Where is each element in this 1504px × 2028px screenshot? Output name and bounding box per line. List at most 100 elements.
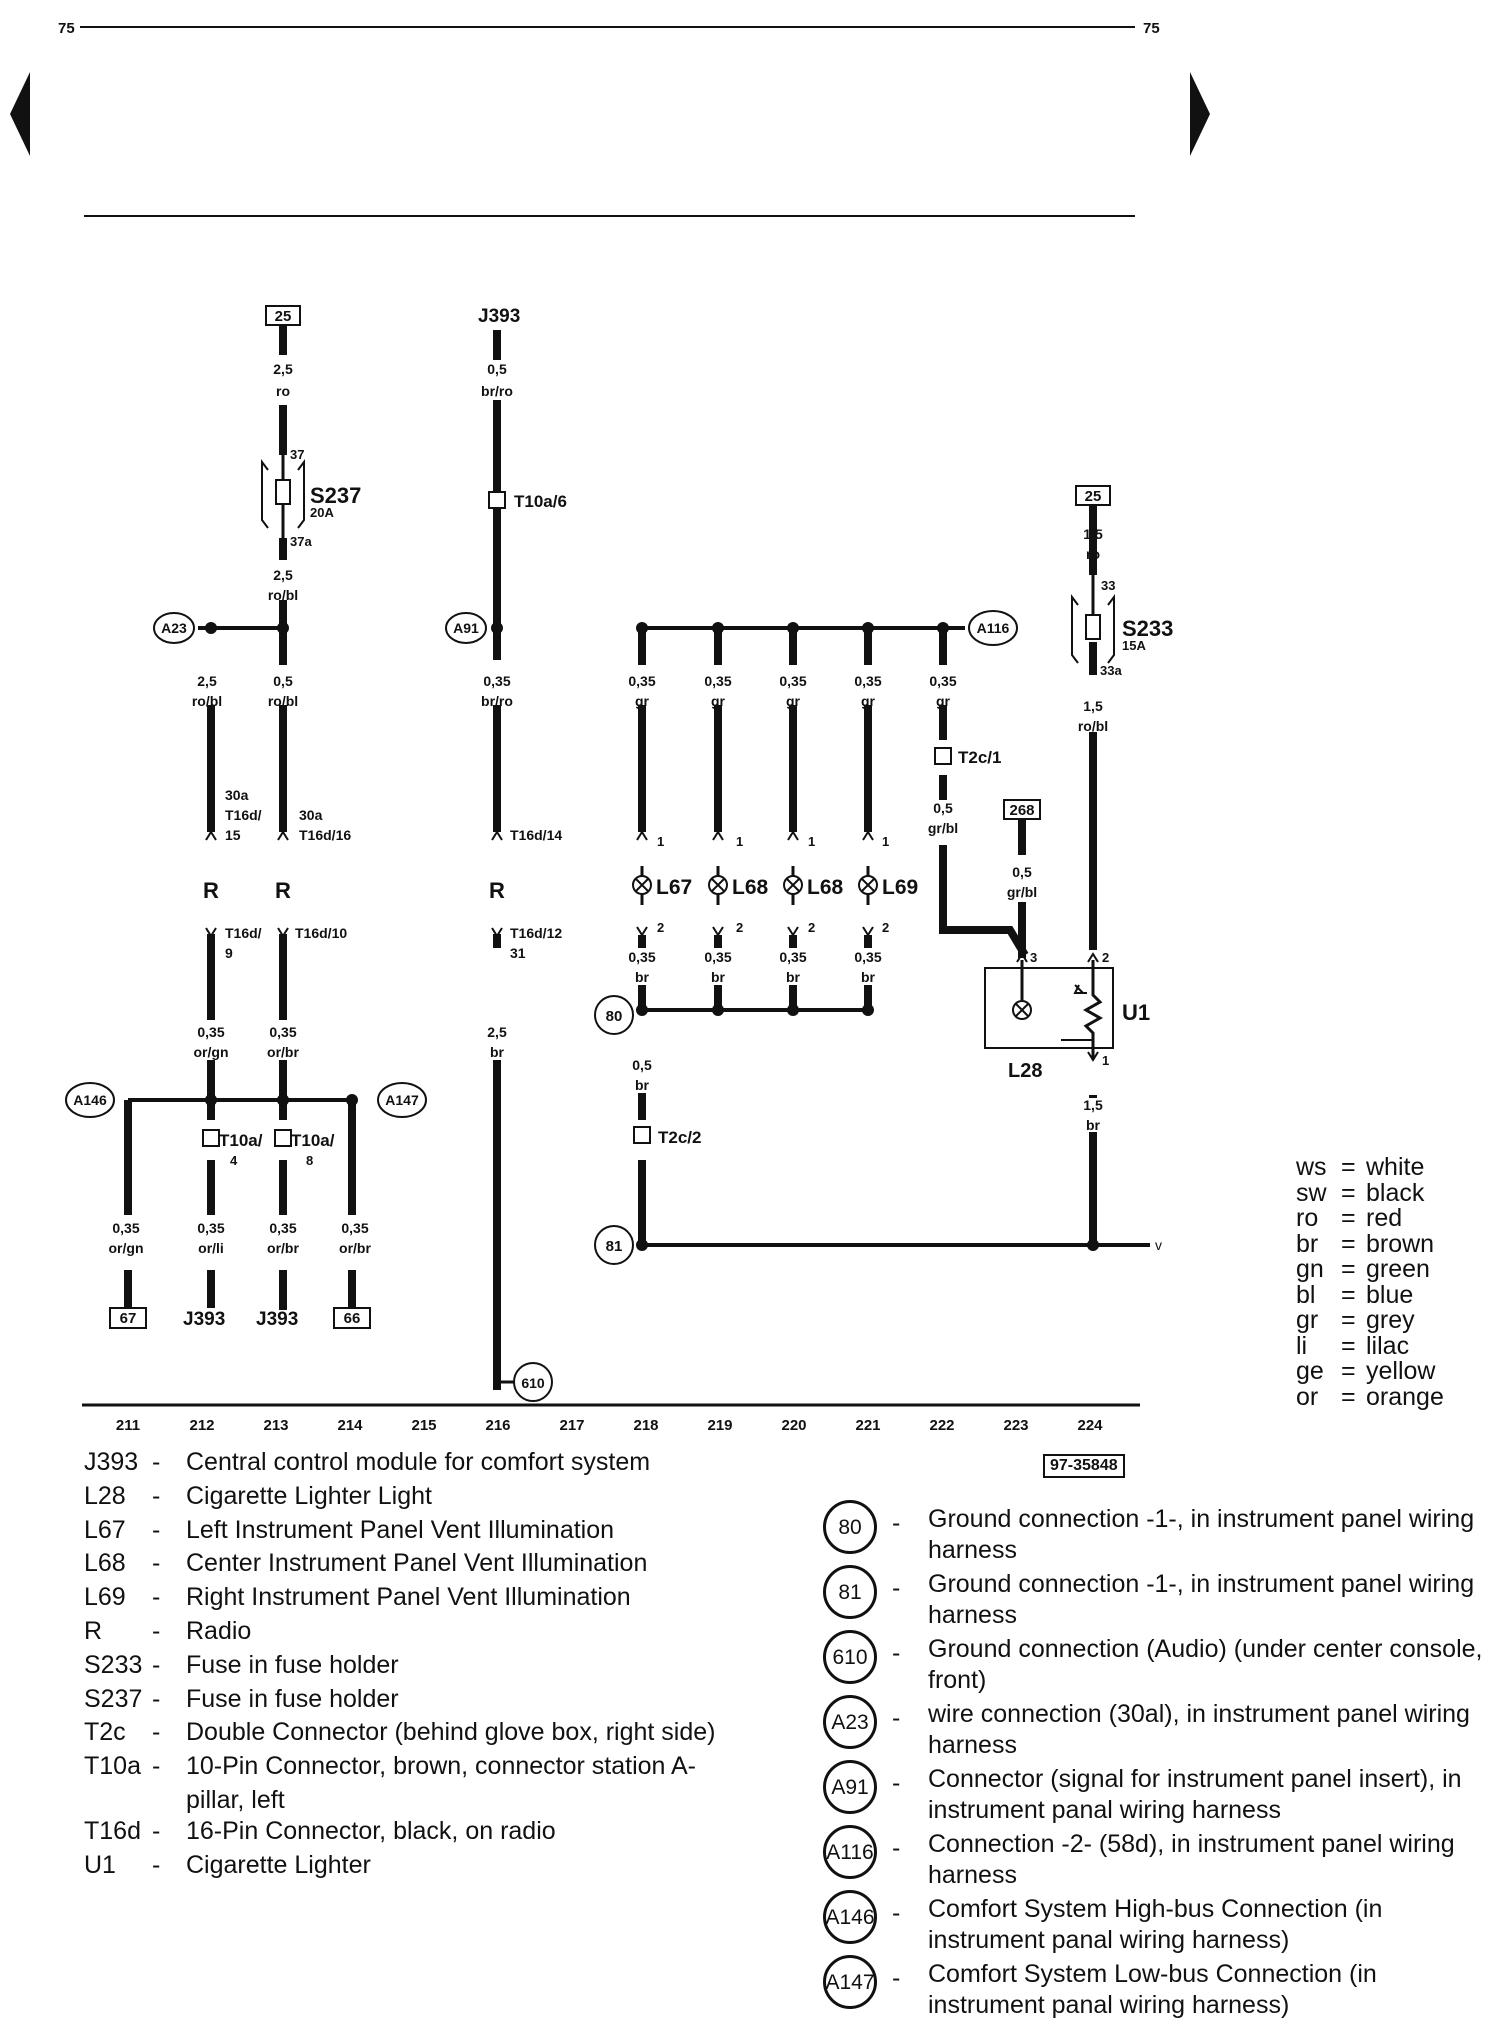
track-number: 215 xyxy=(411,1417,436,1434)
connection-a23: A23 xyxy=(153,612,195,644)
component-legend-item: T10a-10-Pin Connector, brown, connector … xyxy=(84,1750,784,1815)
svg-text:T16d/: T16d/ xyxy=(225,807,262,823)
cigarette-lighter-u1: U1 L28 3 2 1 xyxy=(984,950,1150,1082)
legend-dash: - xyxy=(152,1718,161,1747)
legend-dash: - xyxy=(152,1448,161,1476)
connection-circle-icon: 80 xyxy=(823,1500,877,1554)
svg-text:T10a/: T10a/ xyxy=(219,1131,263,1150)
component-legend-item: J393-Central control module for comfort … xyxy=(84,1446,784,1480)
connection-legend: 80-Ground connection -1-, in instrument … xyxy=(820,1500,1500,2020)
connection-a146: A146 xyxy=(65,1082,115,1118)
legend-dash: - xyxy=(892,1574,901,1602)
component-code: S233 xyxy=(84,1650,143,1679)
legend-dash: - xyxy=(152,1515,161,1544)
svg-text:gr: gr xyxy=(786,693,801,709)
equals-sign: = xyxy=(1341,1178,1356,1207)
legend-dash: - xyxy=(152,1752,161,1781)
svg-text:L28: L28 xyxy=(1008,1060,1042,1082)
component-code: T10a xyxy=(84,1752,141,1781)
track-number: 213 xyxy=(263,1417,288,1434)
component-legend-item: L68-Center Instrument Panel Vent Illumin… xyxy=(84,1547,784,1581)
track-number: 223 xyxy=(1003,1417,1028,1434)
legend-dash: - xyxy=(152,1481,161,1510)
svg-text:T10a/6: T10a/6 xyxy=(514,492,567,511)
component-description: Right Instrument Panel Vent Illumination xyxy=(186,1583,631,1612)
connection-legend-item: A23-wire connection (30al), in instrumen… xyxy=(820,1695,1500,1760)
svg-text:br: br xyxy=(786,969,801,985)
svg-text:67: 67 xyxy=(120,1310,137,1327)
color-name: lilac xyxy=(1366,1331,1410,1360)
legend-dash: - xyxy=(152,1549,161,1578)
ref-box-268: 268 xyxy=(1003,799,1041,820)
svg-text:v: v xyxy=(1155,1237,1162,1253)
color-abbreviation: br xyxy=(1296,1229,1319,1258)
track-number: 222 xyxy=(929,1417,954,1434)
svg-text:2: 2 xyxy=(882,920,889,935)
svg-text:br: br xyxy=(635,1077,650,1093)
color-abbreviation: ws xyxy=(1296,1153,1327,1181)
svg-text:br: br xyxy=(1086,1117,1101,1133)
lamp-l67: L67 1 2 xyxy=(632,834,692,935)
component-legend-item: L67-Left Instrument Panel Vent Illuminat… xyxy=(84,1514,784,1548)
svg-text:0,35: 0,35 xyxy=(704,673,731,689)
svg-text:gr/bl: gr/bl xyxy=(928,820,958,836)
track-number: 219 xyxy=(707,1417,732,1434)
component-code: R xyxy=(84,1616,103,1645)
previous-page-arrow[interactable] xyxy=(10,72,30,156)
legend-dash: - xyxy=(892,1899,901,1927)
next-page-arrow[interactable] xyxy=(1190,72,1210,156)
component-description: Double Connector (behind glove box, righ… xyxy=(186,1718,716,1747)
connection-description: Ground connection -1-, in instrument pan… xyxy=(928,1570,1475,1629)
component-legend-item: R-Radio xyxy=(84,1615,784,1649)
page-number-left: 75 xyxy=(58,20,75,37)
component-code: S237 xyxy=(84,1684,143,1713)
legend-dash: - xyxy=(152,1684,161,1713)
connection-circle-icon: 610 xyxy=(823,1630,877,1684)
component-legend-item: T16d-16-Pin Connector, black, on radio xyxy=(84,1815,784,1849)
svg-text:15A: 15A xyxy=(1122,638,1146,653)
svg-text:0,35: 0,35 xyxy=(628,949,655,965)
svg-text:0,35: 0,35 xyxy=(112,1220,139,1236)
component-legend-item: S237-Fuse in fuse holder xyxy=(84,1683,784,1717)
connection-a91: A91 xyxy=(445,612,487,644)
track-number: 218 xyxy=(633,1417,658,1434)
svg-text:A146: A146 xyxy=(73,1092,107,1108)
legend-dash: - xyxy=(152,1650,161,1679)
svg-text:2,5: 2,5 xyxy=(487,1024,507,1040)
svg-text:37: 37 xyxy=(290,447,304,462)
svg-text:or/gn: or/gn xyxy=(194,1044,229,1060)
ground-610: 610 xyxy=(513,1362,553,1402)
j393-top-label: J393 xyxy=(478,306,520,327)
fuse-s237: 37 S237 20A 37a xyxy=(261,447,361,549)
svg-text:T10a/: T10a/ xyxy=(291,1131,335,1150)
equals-sign: = xyxy=(1341,1357,1356,1385)
j393-label-a: J393 xyxy=(183,1309,225,1330)
svg-text:80: 80 xyxy=(606,1008,623,1025)
svg-text:A116: A116 xyxy=(977,620,1010,636)
track-number: 211 xyxy=(116,1417,140,1434)
svg-text:66: 66 xyxy=(344,1310,361,1327)
svg-text:ro: ro xyxy=(276,383,290,399)
connection-legend-item: A116-Connection -2- (58d), in instrument… xyxy=(820,1825,1500,1890)
component-description: Center Instrument Panel Vent Illuminatio… xyxy=(186,1549,648,1578)
svg-text:0,35: 0,35 xyxy=(779,673,806,689)
connection-circle-icon: A23 xyxy=(823,1695,877,1749)
track-number: 224 xyxy=(1077,1417,1103,1434)
legend-dash: - xyxy=(892,1704,901,1732)
svg-text:4: 4 xyxy=(230,1153,238,1168)
connection-description: Ground connection -1-, in instrument pan… xyxy=(928,1505,1475,1564)
svg-text:2: 2 xyxy=(808,920,815,935)
page-number-right: 75 xyxy=(1143,20,1160,37)
svg-text:1: 1 xyxy=(657,834,664,849)
svg-text:0,35: 0,35 xyxy=(483,673,510,689)
component-description: Left Instrument Panel Vent Illumination xyxy=(186,1515,615,1544)
color-abbreviation: gr xyxy=(1296,1306,1319,1334)
connection-description: Connection -2- (58d), in instrument pane… xyxy=(928,1830,1455,1889)
component-legend-item: S233-Fuse in fuse holder xyxy=(84,1649,784,1683)
wires xyxy=(124,325,1097,1390)
component-code: T16d xyxy=(84,1817,141,1846)
color-name: white xyxy=(1366,1153,1425,1181)
svg-text:2: 2 xyxy=(657,920,664,935)
